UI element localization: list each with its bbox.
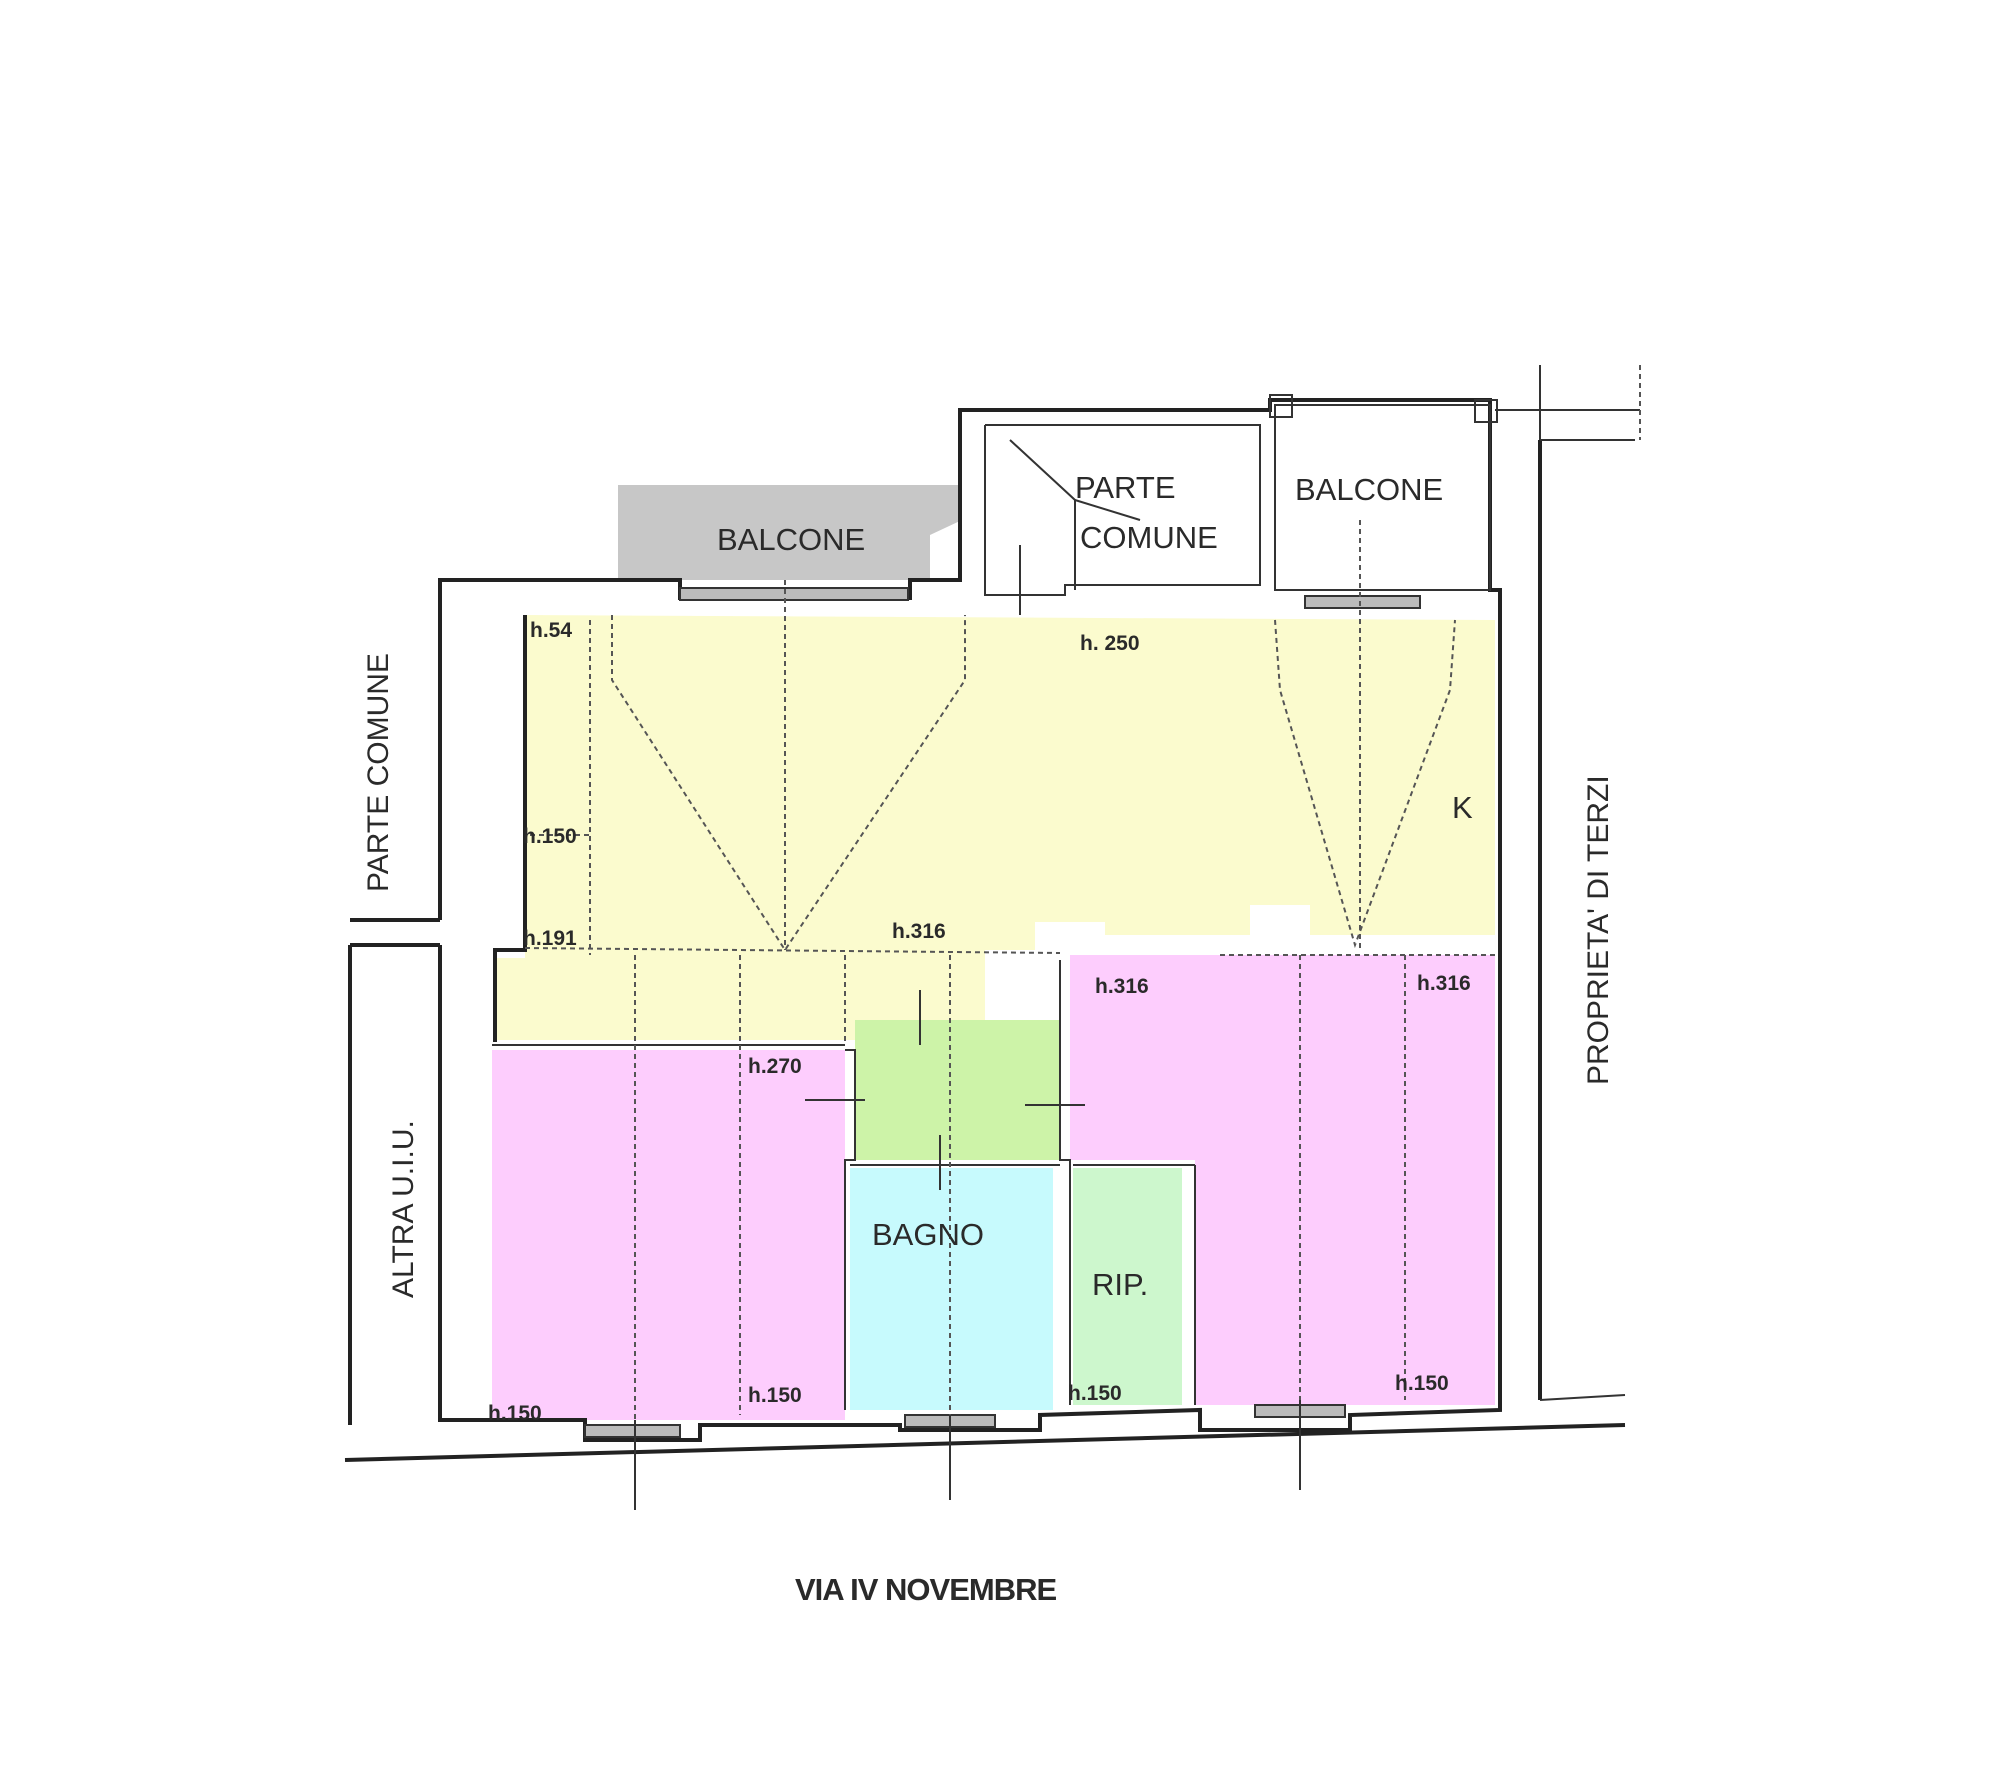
column: [1269, 394, 1293, 418]
wall-corridor: [844, 1049, 856, 1410]
rip-label: RIP.: [1092, 1267, 1148, 1302]
stair-landing: [1074, 499, 1141, 521]
height-label: h.316: [1417, 972, 1471, 995]
height-label: h.270: [748, 1055, 802, 1078]
balcone-left-area: [618, 485, 962, 580]
height-label: h. 250: [1080, 632, 1140, 655]
ceiling-hip-right: [1274, 619, 1456, 949]
height-label: h.150: [488, 1402, 542, 1425]
proprieta-terzi-label: PROPRIETA' DI TERZI: [1582, 775, 1615, 1085]
rip-area: [1073, 1168, 1182, 1405]
street-edge: [344, 1423, 1626, 1462]
height-label: h.150: [1068, 1382, 1122, 1405]
ceiling-hip-left: [611, 615, 966, 952]
room-left-pink: [492, 1050, 845, 1420]
window-bottom-1: [584, 1424, 681, 1438]
height-label: h.150: [1395, 1372, 1449, 1395]
altra-uiu-label: ALTRA U.I.U.: [387, 1120, 420, 1298]
height-label: h.316: [1095, 975, 1149, 998]
parte-comune-side-label: PARTE COMUNE: [362, 653, 395, 892]
kitchen-label: K: [1452, 790, 1473, 825]
bagno-area: [850, 1168, 1053, 1410]
ceiling-line: [524, 947, 1061, 954]
inner-wall-top: [493, 615, 527, 1042]
corridor-area: [855, 1020, 1060, 1160]
window-top-right: [1304, 595, 1421, 609]
height-label: h.54: [530, 619, 572, 642]
wall-right-bottom: [1539, 1394, 1626, 1401]
parte-comune-label-1: PARTE: [1075, 470, 1176, 505]
balcone-left-label: BALCONE: [717, 522, 865, 557]
parte-comune-label-2: COMUNE: [1080, 520, 1218, 555]
room-right-pink: [1070, 955, 1495, 1405]
height-label: h.150: [523, 825, 577, 848]
stair-block: [984, 424, 1261, 596]
bagno-label: BAGNO: [872, 1217, 984, 1252]
height-label: h.191: [523, 927, 577, 950]
column: [1474, 399, 1498, 423]
height-label: h.150: [748, 1384, 802, 1407]
balcone-right-label: BALCONE: [1295, 472, 1443, 507]
height-label: h.316: [892, 920, 946, 943]
street-name: VIA IV NOVEMBRE: [795, 1572, 1056, 1607]
outer-wall: [438, 398, 1502, 1442]
kitchen-area: [495, 615, 1495, 1040]
balcone-right-box: [1274, 404, 1491, 591]
wall-corridor-right: [1059, 960, 1071, 1405]
window-top-left: [679, 587, 909, 601]
